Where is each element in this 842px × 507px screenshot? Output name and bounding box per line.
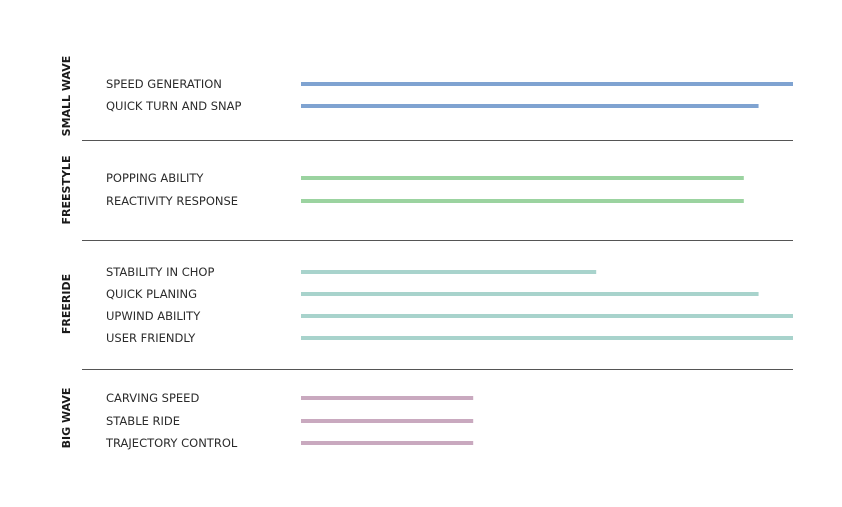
group-big-wave: BIG WAVE CARVING SPEED STABLE RIDE TRAJECTO…: [60, 388, 474, 450]
group-small-wave: SMALL WAVE SPEED GENERATION QUICK TURN AND…: [60, 56, 793, 141]
bar-label: SPEED GENERATION: [106, 77, 222, 91]
bar: [301, 419, 474, 423]
bar: [301, 270, 597, 274]
bar-label: USER FRIENDLY: [106, 331, 196, 345]
bar-label: UPWIND ABILITY: [106, 309, 201, 323]
group-label: FREESTYLE: [60, 156, 73, 225]
bar-label: CARVING SPEED: [106, 391, 199, 405]
bar-label: STABLE RIDE: [106, 414, 180, 428]
bar: [301, 104, 759, 108]
group-freestyle: FREESTYLE POPPING ABILITY REACTIVITY RESPO…: [60, 156, 793, 241]
group-label: FREERIDE: [60, 274, 73, 334]
group-label: SMALL WAVE: [60, 56, 73, 137]
bar: [301, 314, 793, 318]
bar: [301, 199, 744, 203]
bar-label: TRAJECTORY CONTROL: [105, 436, 238, 450]
bar: [301, 292, 759, 296]
bar-label: QUICK PLANING: [106, 287, 197, 301]
bar: [301, 82, 793, 86]
bar: [301, 396, 474, 400]
bar: [301, 176, 744, 180]
bar: [301, 441, 474, 445]
bar: [301, 336, 793, 340]
bar-label: QUICK TURN AND SNAP: [106, 99, 242, 113]
bar-label: REACTIVITY RESPONSE: [106, 194, 238, 208]
group-label: BIG WAVE: [60, 388, 73, 449]
bar-label: POPPING ABILITY: [106, 171, 204, 185]
bar-label: STABILITY IN CHOP: [106, 265, 214, 279]
group-freeride: FREERIDE STABILITY IN CHOP QUICK PLANING UP…: [60, 265, 793, 370]
